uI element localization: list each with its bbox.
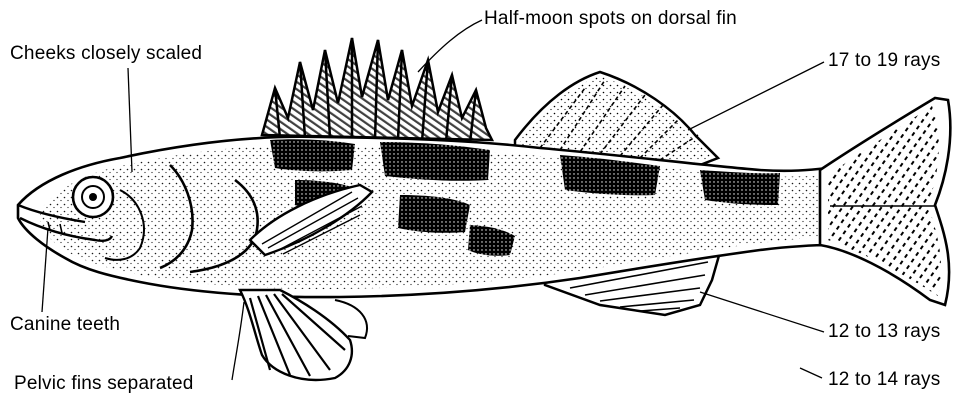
spiny-dorsal-fin (262, 38, 492, 143)
label-rays-12-14: 12 to 14 rays (828, 370, 940, 389)
label-pelvic-fins-separated: Pelvic fins separated (14, 374, 194, 393)
leader-12-13 (700, 292, 824, 332)
tail-fin (820, 98, 950, 305)
label-cheeks-closely-scaled: Cheeks closely scaled (10, 44, 202, 63)
pelvic-fin (240, 290, 367, 380)
leader-12-14 (800, 368, 822, 378)
label-anal-rays: 12 to 13 rays (828, 322, 940, 341)
leader-pelvic (232, 302, 244, 380)
label-dorsal-rays: 17 to 19 rays (828, 51, 940, 70)
label-canine-teeth: Canine teeth (10, 315, 120, 334)
label-half-moon-spots: Half-moon spots on dorsal fin (484, 9, 737, 28)
leader-17-19 (688, 62, 824, 130)
